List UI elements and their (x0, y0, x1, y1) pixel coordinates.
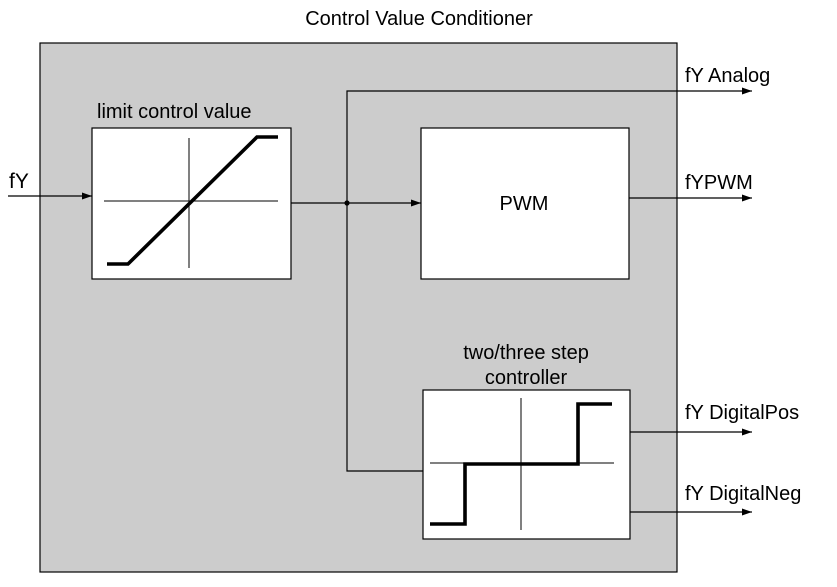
pwm-block (420, 127, 630, 280)
output-label-pwm: fYPWM (685, 172, 753, 194)
diagram-title: Control Value Conditioner (305, 8, 533, 30)
output-label-analog: fY Analog (685, 65, 770, 87)
output-label-digital-pos: fY DigitalPos (685, 402, 799, 424)
limiter-characteristic-curve (107, 135, 278, 266)
step-controller-label-line1: two/three step (463, 342, 589, 364)
step-controller-branch-wire (346, 203, 423, 472)
step-characteristic-curve (430, 402, 612, 526)
output-label-digital-neg: fY DigitalNeg (685, 483, 801, 505)
pwm-block-label: PWM (500, 193, 549, 215)
analog-branch-wire (346, 87, 752, 203)
input-label-fy: fY (9, 170, 29, 193)
step-controller-label-line2: controller (485, 367, 568, 389)
limiter-block-label: limit control value (97, 101, 252, 123)
